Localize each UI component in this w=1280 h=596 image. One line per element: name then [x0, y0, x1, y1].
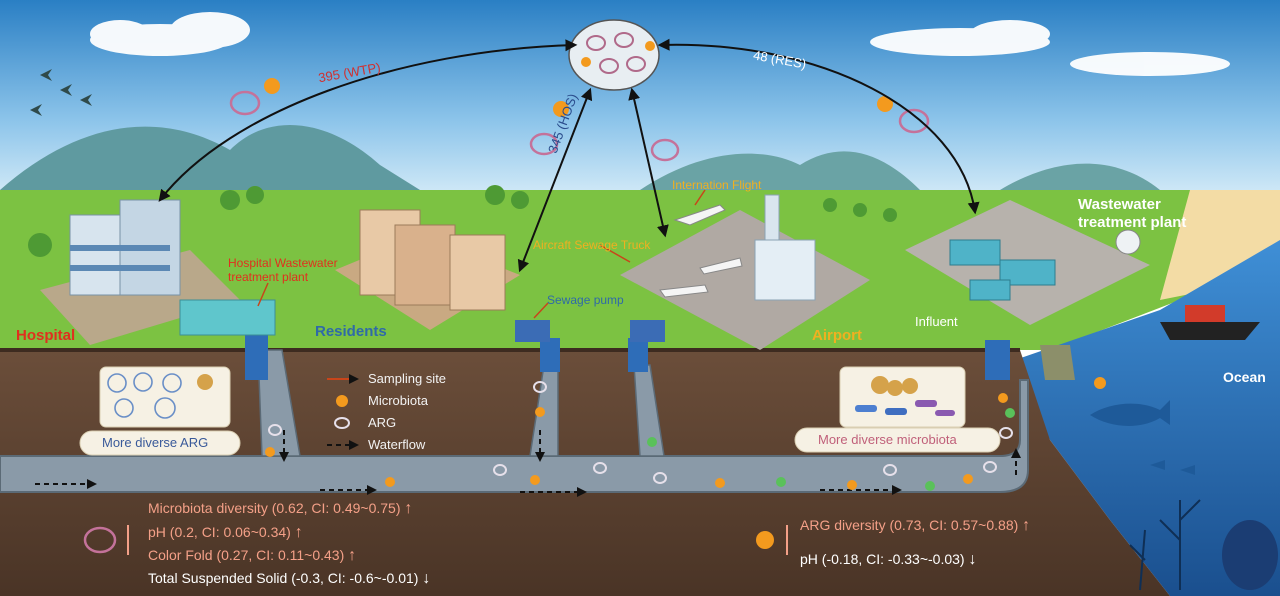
ground-surface-line [0, 348, 1020, 352]
microbiota-sun-icon [756, 531, 774, 549]
microbiota-green-icon [647, 408, 1015, 491]
beach [1160, 190, 1280, 300]
microbiota-sun-icon [197, 374, 213, 390]
building-icon [359, 209, 506, 311]
microbiota-sun-icon [581, 41, 655, 67]
right-metric-2-text: pH (-0.18, CI: -0.33~-0.03) [800, 551, 965, 567]
left-metric-2: pH (0.2, CI: 0.06~0.34) ↑ [148, 524, 303, 542]
left-metric-2-arrow: ↑ [294, 524, 303, 541]
bird-icon [30, 69, 92, 116]
outlet-pipe [245, 330, 268, 380]
link-airport-arrow [628, 87, 669, 238]
hospital-label: Hospital [16, 327, 76, 344]
microbiota-sun-icon [871, 376, 918, 396]
airport-label: Airport [812, 327, 862, 344]
legend-sampling-site: Sampling site [368, 371, 447, 386]
hospital-wtp-label: Hospital Wastewater treatment plant [228, 256, 343, 284]
hospital-wtp-text: Hospital Wastewater treatment plant [228, 256, 338, 284]
wwtp-label: Wastewater treatment plant [1078, 196, 1188, 232]
left-metric-3-text: Color Fold (0.27, CI: 0.11~0.43) [148, 547, 345, 563]
hospital-wtp-tanks [179, 299, 276, 336]
building-icon [69, 199, 181, 296]
outlet-pipe [628, 338, 648, 372]
waterflow-arrows [35, 430, 1021, 497]
aircraft-truck-label: Aircraft Sewage Truck [533, 238, 651, 252]
legend-arg: ARG [368, 415, 397, 430]
ship-icon [1160, 305, 1260, 340]
mountains [1000, 163, 1160, 190]
more-diverse-microbiota-box [839, 366, 966, 428]
right-metric-1-text: ARG diversity (0.73, CI: 0.57~0.88) [800, 517, 1019, 533]
hospital-ground [40, 250, 240, 345]
outlet-pipe [985, 340, 1010, 380]
central-arg-cluster [568, 19, 660, 91]
sewage-pump-label: Sewage pump [547, 293, 624, 307]
left-metric-3: Color Fold (0.27, CI: 0.11~0.43) ↑ [148, 547, 356, 565]
link-hos-arrow [517, 87, 593, 273]
bacteria-icon [855, 400, 955, 416]
arg-ring-icon [268, 381, 1013, 484]
link-wtp-arrow [158, 39, 578, 202]
right-metric-1-arrow: ↑ [1022, 517, 1031, 534]
wwtp-text: Wastewater treatment plant [1078, 196, 1187, 231]
more-diverse-microbiota-label-bg [794, 427, 1001, 453]
ocean-label: Ocean [1223, 369, 1266, 385]
residents-label: Residents [315, 323, 387, 340]
microbiota-sun-icon [265, 377, 1106, 490]
arg-ring-icon [83, 526, 117, 554]
arg-ring-icon [107, 372, 182, 419]
left-metric-2-text: pH (0.2, CI: 0.06~0.34) [148, 524, 291, 540]
right-metric-2: pH (-0.18, CI: -0.33~-0.03) ↓ [800, 551, 976, 569]
airport-ground [620, 210, 870, 350]
more-diverse-arg-label: More diverse ARG [102, 435, 209, 450]
water-tower [1115, 229, 1141, 255]
right-metric-1: ARG diversity (0.73, CI: 0.57~0.88) ↑ [800, 517, 1030, 535]
legend-microbiota: Microbiota [368, 393, 428, 408]
sampling-site-arrows [257, 189, 706, 319]
left-metric-3-arrow: ↑ [348, 547, 357, 564]
left-metric-1: Microbiota diversity (0.62, CI: 0.49~0.7… [148, 500, 412, 518]
left-metric-4-text: Total Suspended Solid (-0.3, CI: -0.6~-0… [148, 570, 419, 586]
left-metric-1-text: Microbiota diversity (0.62, CI: 0.49~0.7… [148, 500, 401, 516]
more-diverse-arg-label-bg [79, 430, 241, 456]
arg-ring-icon [334, 417, 350, 429]
more-diverse-microbiota-label: More diverse microbiota [818, 432, 957, 447]
international-flight-label: Internation Flight [672, 178, 762, 192]
legend-waterflow: Waterflow [368, 437, 426, 452]
discharge-pipe [1040, 345, 1075, 380]
coral-icon [1222, 520, 1278, 590]
left-metric-4-arrow: ↓ [422, 570, 431, 587]
sewage-pump-icon [515, 320, 550, 342]
left-metric-1-arrow: ↑ [404, 500, 413, 517]
building-icon [754, 194, 816, 301]
arg-ring-icon [586, 32, 646, 74]
influent-label: Influent [915, 314, 958, 329]
left-metric-4: Total Suspended Solid (-0.3, CI: -0.6~-0… [148, 570, 430, 588]
fish-icon [1090, 400, 1195, 475]
link-res-arrow [657, 38, 980, 215]
right-metric-2-arrow: ↓ [968, 551, 977, 568]
outlet-pipe [540, 338, 560, 372]
sewage-pump-icon [630, 320, 665, 342]
wwtp-tanks [949, 239, 1056, 301]
sewer-pipe [0, 379, 1029, 493]
coral-icon [1129, 499, 1201, 591]
microbiota-sun-icon [336, 395, 348, 407]
